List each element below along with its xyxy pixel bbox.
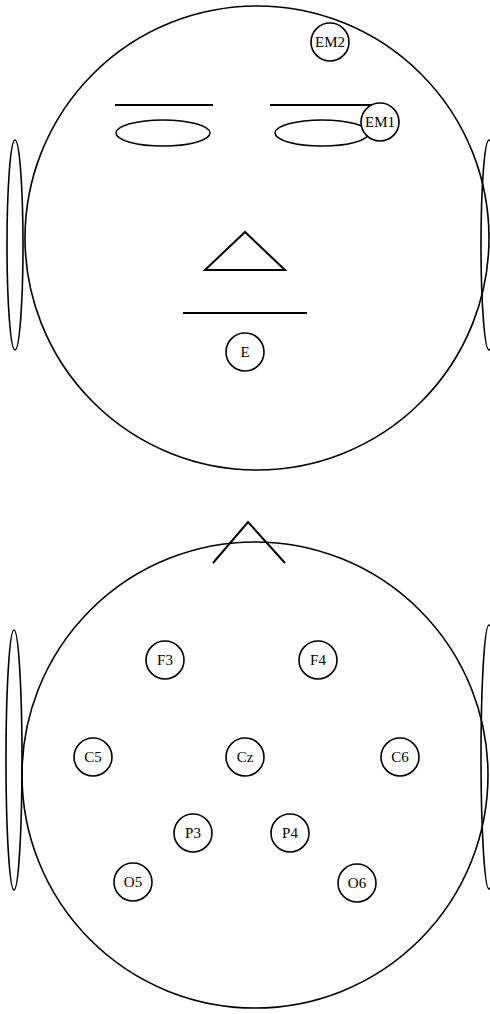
electrode-label: EM2	[315, 35, 345, 50]
eye	[275, 120, 369, 146]
electrode-circle: E	[225, 332, 265, 372]
electrode-circle: F3	[145, 640, 185, 680]
electrode-label: P3	[185, 826, 201, 841]
ear	[481, 140, 490, 350]
electrode-label: F4	[310, 653, 326, 668]
electrode-circle: C6	[380, 737, 420, 777]
electrode-circle: P4	[270, 813, 310, 853]
face-outline	[25, 6, 489, 470]
electrode-circle: O6	[337, 863, 377, 903]
eyebrow	[270, 104, 372, 106]
ear	[481, 625, 490, 889]
eye	[116, 120, 210, 146]
electrode-label: P4	[282, 826, 298, 841]
mouth	[183, 312, 307, 314]
electrode-circle: EM1	[360, 102, 400, 142]
ear	[7, 140, 23, 350]
electrode-circle: P3	[173, 813, 213, 853]
electrode-label: E	[240, 345, 249, 360]
electrode-circle: F4	[298, 640, 338, 680]
scalp-outline	[22, 542, 488, 1008]
electrode-label: C5	[84, 750, 102, 765]
electrode-label: EM1	[365, 115, 395, 130]
electrode-label: F3	[157, 653, 173, 668]
electrode-circle: O5	[113, 862, 153, 902]
electrode-circle: C5	[73, 737, 113, 777]
nose	[205, 232, 285, 270]
electrode-label: O5	[124, 875, 142, 890]
electrode-label: Cz	[237, 750, 254, 765]
ear	[6, 630, 22, 890]
electrode-circle: Cz	[225, 737, 265, 777]
electrode-label: O6	[348, 876, 366, 891]
eyebrow	[115, 104, 213, 106]
electrode-circle: EM2	[310, 22, 350, 62]
electrode-label: C6	[391, 750, 409, 765]
